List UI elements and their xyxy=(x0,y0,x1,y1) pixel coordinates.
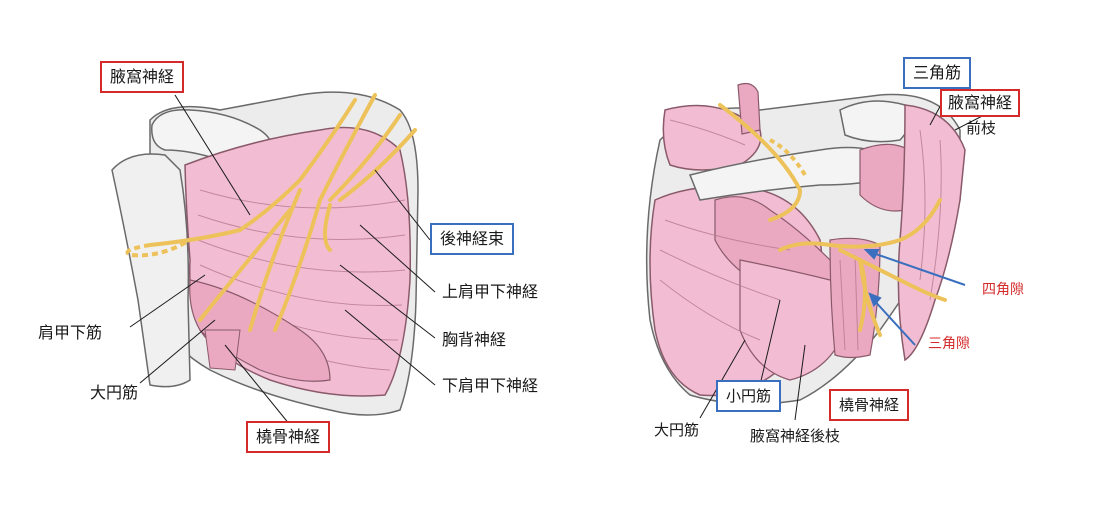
label-teres-minor: 小円筋 xyxy=(716,380,782,412)
right-muscle-fibers xyxy=(659,119,942,351)
label-posterior-cord: 後神経束 xyxy=(430,223,515,255)
label-anterior-branch: 前枝 xyxy=(966,119,997,137)
right-nerves xyxy=(718,103,947,337)
left-brachial-plexus-trunk xyxy=(238,98,357,232)
label-teres-major-right: 大円筋 xyxy=(654,421,700,439)
label-teres-major-left: 大円筋 xyxy=(90,383,139,402)
label-lower-subscapular-nerve: 下肩甲下神経 xyxy=(442,376,539,395)
label-axillary-nerve-left: 腋窩神経 xyxy=(100,61,185,93)
label-axillary-nerve-right: 腋窩神経 xyxy=(940,89,1021,117)
left-axillary-nerve-path xyxy=(148,228,242,247)
right-axillary-nerve-path xyxy=(718,103,803,222)
label-triangular-space: 三角隙 xyxy=(928,336,970,352)
label-radial-nerve-right: 橈骨神経 xyxy=(829,389,910,421)
left-radial-nerve-path xyxy=(248,188,302,332)
right-acromion xyxy=(839,100,910,143)
left-thoracodorsal-path xyxy=(323,203,332,252)
left-teres-major-muscle xyxy=(189,279,331,382)
label-posterior-branch: 腋窩神経後枝 xyxy=(750,427,841,445)
label-thoracodorsal-nerve: 胸背神経 xyxy=(442,330,507,349)
label-deltoid: 三角筋 xyxy=(903,57,972,89)
left-axillary-nerve-wrap xyxy=(125,238,192,258)
right-triceps-long-head xyxy=(829,237,881,359)
label-radial-nerve-left: 橈骨神経 xyxy=(246,421,331,453)
label-subscapularis: 肩甲下筋 xyxy=(38,323,103,342)
right-deltoid-muscle xyxy=(897,104,966,362)
left-shoulder-illustration xyxy=(111,91,436,426)
label-upper-subscapular-nerve: 上肩甲下神経 xyxy=(442,282,539,301)
right-blue-arrows xyxy=(863,249,966,346)
left-leader-lines xyxy=(129,94,436,426)
label-quadrangular-space: 四角隙 xyxy=(982,282,1024,298)
left-nerves xyxy=(148,93,417,332)
left-muscle-stub xyxy=(204,329,241,371)
right-nerve-dashed xyxy=(769,138,807,177)
left-humerus-bone xyxy=(111,153,191,388)
right-shoulder-illustration xyxy=(645,82,991,421)
